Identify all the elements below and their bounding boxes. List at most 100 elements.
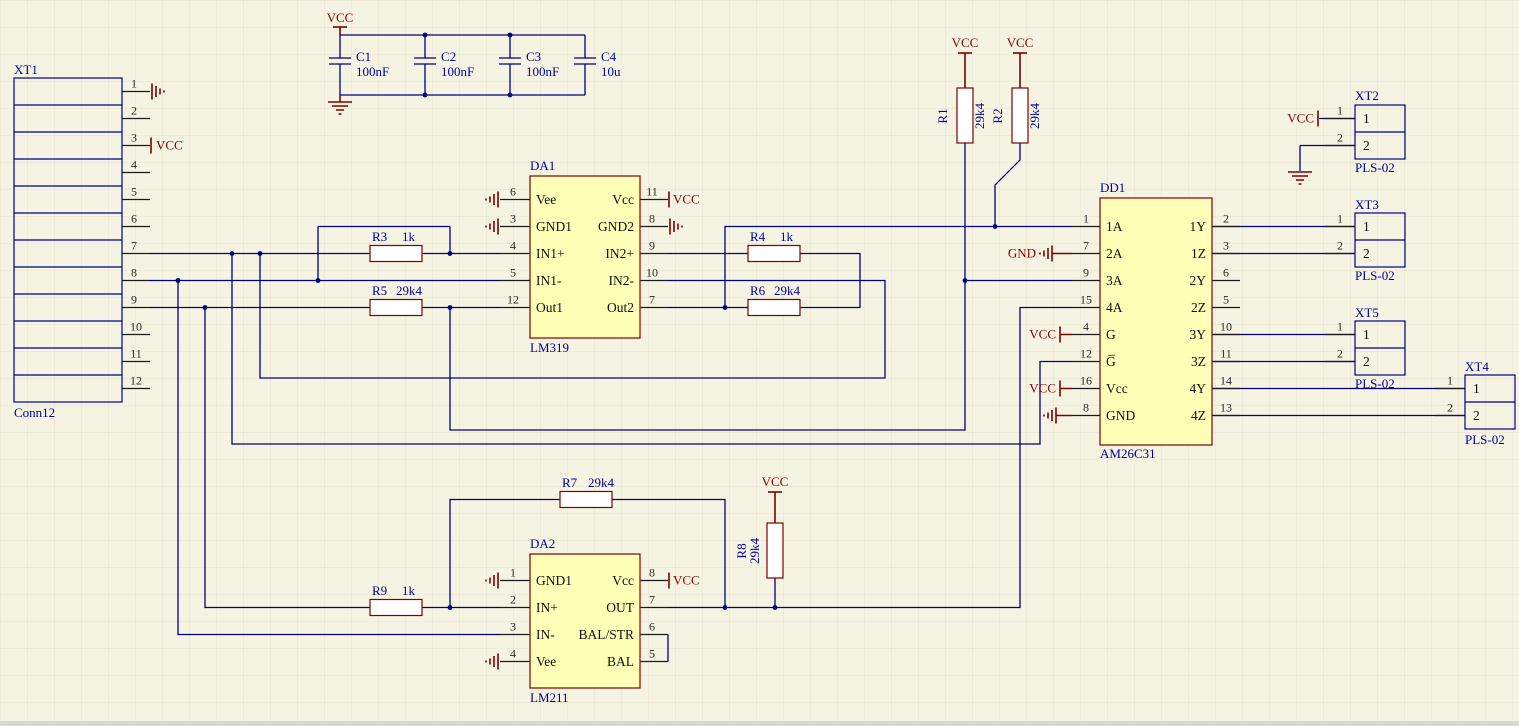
resistor-r9[interactable]: R9 1k xyxy=(369,583,423,617)
r6-designator: R6 xyxy=(750,283,766,298)
r2-body[interactable] xyxy=(1011,87,1029,144)
xt4-designator: XT4 xyxy=(1465,359,1489,374)
capacitor-c4[interactable]: C4 10u xyxy=(574,35,621,95)
pin-number: 5 xyxy=(649,647,655,661)
resistor-r7[interactable]: R7 29k4 xyxy=(559,475,615,509)
da1-body[interactable] xyxy=(529,175,641,339)
xt5-pins[interactable] xyxy=(1325,333,1355,363)
wire[interactable] xyxy=(668,306,1072,609)
r5-body[interactable] xyxy=(369,298,423,317)
wire[interactable] xyxy=(204,307,370,609)
xt3-pins[interactable] xyxy=(1325,225,1355,255)
ic-da1[interactable]: DA1 6 3 4 5 12 Vee GND1 IN1+ IN1- Out1 1… xyxy=(507,158,658,355)
pin-number: 2 xyxy=(1337,239,1343,253)
r9-body[interactable] xyxy=(369,598,423,617)
junction-dot xyxy=(315,278,321,283)
xt5-part: PLS-02 xyxy=(1355,376,1395,391)
pin-number: 8 xyxy=(131,266,137,280)
capacitor-symbol[interactable] xyxy=(499,35,521,95)
junction-dot xyxy=(507,32,513,38)
pin-name: 2 xyxy=(1363,354,1370,369)
wire[interactable] xyxy=(449,498,726,608)
ic-dd1[interactable]: DD1 1 7 9 15 4 12 16 8 1A 2A 3A 4A G G̅ … xyxy=(1080,180,1232,461)
resistor-r5[interactable]: R5 29k4 xyxy=(369,283,423,317)
pin-name: 2A xyxy=(1106,246,1123,261)
r1-designator: R1 xyxy=(935,108,950,123)
pin-number: 1 xyxy=(1337,104,1343,118)
pin-number: 14 xyxy=(1220,374,1232,388)
xt1-pins[interactable] xyxy=(122,90,150,390)
junction-dot xyxy=(447,605,453,610)
pin-number: 13 xyxy=(1220,401,1232,415)
resistor-r3[interactable]: R3 1k xyxy=(369,229,423,263)
wire[interactable] xyxy=(231,253,1072,445)
pin-name: 4Z xyxy=(1191,408,1206,423)
vcc-label: VCC xyxy=(673,192,700,207)
r6-body[interactable] xyxy=(747,298,801,317)
pin-name: IN2- xyxy=(609,273,635,288)
power-symbols[interactable] xyxy=(150,26,1319,671)
connector-xt2[interactable]: XT2 1 2 1 2 PLS-02 xyxy=(1337,88,1406,175)
wire[interactable] xyxy=(177,280,500,636)
r6-value: 29k4 xyxy=(774,283,801,298)
r8-body[interactable] xyxy=(766,522,784,579)
r9-designator: R9 xyxy=(372,583,387,598)
cap-designator: C2 xyxy=(441,49,456,64)
r4-body[interactable] xyxy=(747,244,801,263)
capacitor-c1[interactable]: C1 100nF xyxy=(329,35,389,95)
pin-name: GND2 xyxy=(598,219,634,234)
resistor-r1[interactable]: R1 29k4 xyxy=(935,87,987,144)
resistor-r6[interactable]: R6 29k4 xyxy=(747,283,801,317)
connector-xt5[interactable]: XT5 1 2 1 2 PLS-02 xyxy=(1337,305,1406,391)
wire[interactable] xyxy=(449,279,1072,431)
wires[interactable] xyxy=(150,34,1465,662)
r9-value: 1k xyxy=(402,583,416,598)
capacitor-symbol[interactable] xyxy=(574,35,596,95)
pin-number: 6 xyxy=(510,185,516,199)
resistor-r8[interactable]: R8 29k4 xyxy=(734,522,784,579)
connector-xt3[interactable]: XT3 1 2 1 2 PLS-02 xyxy=(1337,197,1406,283)
resistor-r2[interactable]: R2 29k4 xyxy=(990,87,1042,144)
pin-name: 3Z xyxy=(1191,354,1206,369)
wire[interactable] xyxy=(340,34,585,96)
ic-da2[interactable]: DA2 1 2 3 4 GND1 IN+ IN- Vee 8 7 6 5 Vcc… xyxy=(510,536,655,705)
pin-number: 10 xyxy=(1220,320,1232,334)
wire[interactable] xyxy=(317,225,451,281)
pin-name: 3Y xyxy=(1190,327,1207,342)
pin-name: 3A xyxy=(1106,273,1123,288)
pin-name: 1Y xyxy=(1190,219,1207,234)
capacitor-symbol[interactable] xyxy=(329,35,351,95)
r5-value: 29k4 xyxy=(396,283,423,298)
vcc-label: VCC xyxy=(327,10,354,25)
r7-body[interactable] xyxy=(559,490,613,509)
r3-designator: R3 xyxy=(372,229,387,244)
connector-xt4[interactable]: XT4 1 2 1 2 PLS-02 xyxy=(1447,359,1516,447)
wire[interactable] xyxy=(994,143,1021,227)
junction-dots xyxy=(175,32,998,610)
wire[interactable] xyxy=(259,253,886,379)
pin-name: 1 xyxy=(1473,381,1480,396)
da1-part: LM319 xyxy=(530,340,569,355)
wire[interactable] xyxy=(1212,387,1465,417)
pin-number: 1 xyxy=(1447,374,1453,388)
capacitor-symbol[interactable] xyxy=(414,35,436,95)
capacitor-c2[interactable]: C2 100nF xyxy=(414,35,474,95)
xt4-part: PLS-02 xyxy=(1465,432,1505,447)
component-pins[interactable] xyxy=(122,90,1465,663)
xt2-pins[interactable] xyxy=(1325,117,1355,147)
dd1-body[interactable] xyxy=(1099,197,1213,446)
da2-pins[interactable] xyxy=(500,579,668,663)
resistor-r4[interactable]: R4 1k xyxy=(747,229,801,263)
pin-name: G̅ xyxy=(1106,354,1116,369)
xt4-pins[interactable] xyxy=(1435,387,1465,417)
pin-number: 2 xyxy=(1223,212,1229,226)
r1-body[interactable] xyxy=(956,87,974,144)
da2-body[interactable] xyxy=(529,553,641,689)
r3-body[interactable] xyxy=(369,244,423,263)
da1-pins[interactable] xyxy=(500,198,668,309)
capacitor-c3[interactable]: C3 100nF xyxy=(499,35,559,95)
connector-xt1[interactable]: XT1 1 2 3 4 5 6 7 8 9 10 11 12 Conn12 xyxy=(13,62,142,420)
pin-name: Vee xyxy=(536,192,556,207)
cap-value: 10u xyxy=(601,64,621,79)
dd1-pins[interactable] xyxy=(1072,225,1240,417)
